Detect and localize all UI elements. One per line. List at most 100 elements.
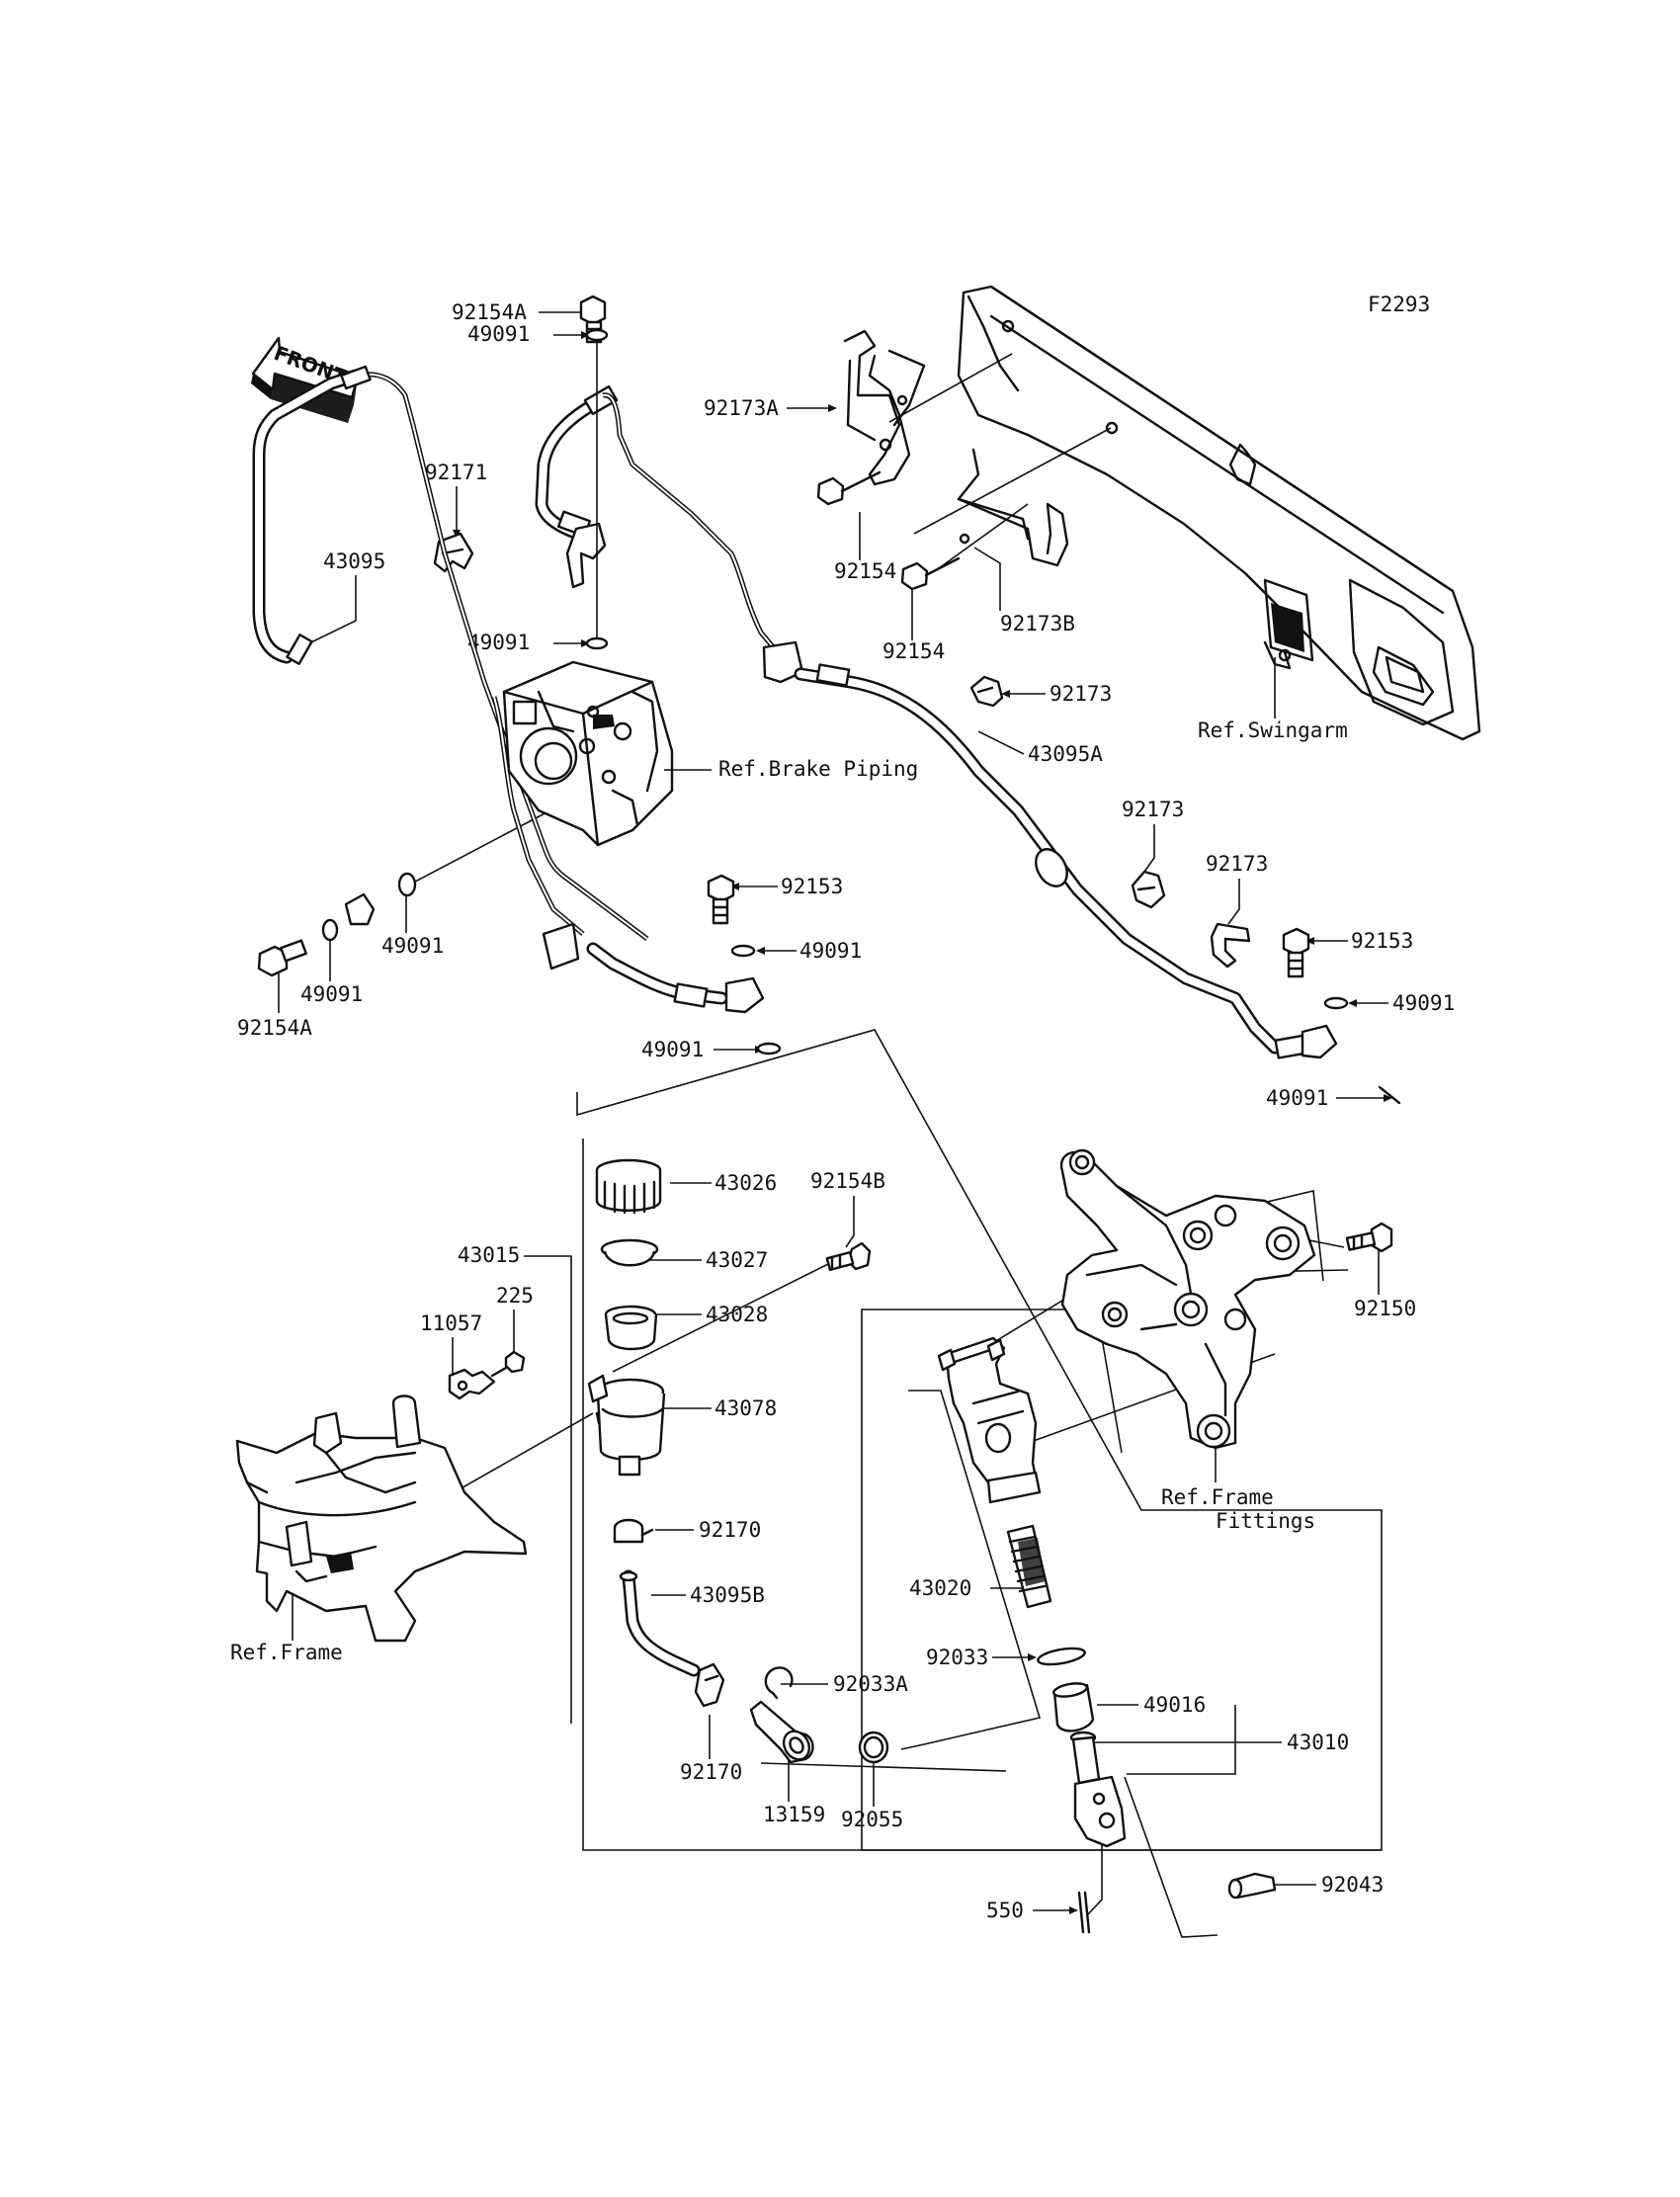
label-92173-b[interactable]: 92173 bbox=[1122, 798, 1184, 821]
pin-92043 bbox=[1227, 1872, 1277, 1900]
label-49091-mid[interactable]: 49091 bbox=[467, 631, 530, 654]
label-92055[interactable]: 92055 bbox=[841, 1808, 903, 1831]
label-92173-a[interactable]: 92173 bbox=[1050, 682, 1112, 706]
bracket-92173B bbox=[957, 448, 1069, 567]
label-43095[interactable]: 43095 bbox=[323, 549, 385, 573]
label-92170-b[interactable]: 92170 bbox=[680, 1760, 742, 1784]
leader-lines bbox=[278, 308, 1392, 1914]
label-ref-brake-piping[interactable]: Ref.Brake Piping bbox=[718, 757, 918, 781]
label-43027[interactable]: 43027 bbox=[706, 1248, 768, 1272]
label-43020[interactable]: 43020 bbox=[909, 1576, 971, 1600]
master-cylinder-43020 bbox=[937, 1336, 1042, 1504]
reservoir-43078 bbox=[587, 1374, 666, 1477]
label-ref-frame-fittings-1[interactable]: Ref.Frame bbox=[1161, 1485, 1274, 1509]
label-92173-c[interactable]: 92173 bbox=[1206, 852, 1268, 876]
label-ref-frame[interactable]: Ref.Frame bbox=[230, 1641, 343, 1664]
label-92033[interactable]: 92033 bbox=[926, 1646, 988, 1669]
frame-reference bbox=[235, 1394, 528, 1643]
washer-49091-e bbox=[1323, 996, 1349, 1010]
label-92154-a[interactable]: 92154 bbox=[834, 559, 896, 583]
label-49091-top[interactable]: 49091 bbox=[467, 322, 530, 346]
washer-49091-left-a bbox=[397, 872, 417, 897]
label-43028[interactable]: 43028 bbox=[706, 1303, 768, 1326]
label-92150[interactable]: 92150 bbox=[1354, 1297, 1416, 1320]
label-49091-f[interactable]: 49091 bbox=[1266, 1086, 1328, 1110]
label-49016[interactable]: 49016 bbox=[1143, 1693, 1206, 1717]
label-43010[interactable]: 43010 bbox=[1287, 1731, 1349, 1754]
banjo-bolt-92153-b bbox=[1282, 927, 1310, 978]
label-43078[interactable]: 43078 bbox=[714, 1396, 777, 1420]
bracket-11057 bbox=[448, 1368, 496, 1400]
figure-code: F2293 bbox=[1368, 293, 1430, 316]
label-49091-left-a[interactable]: 49091 bbox=[381, 934, 444, 958]
label-92153-b[interactable]: 92153 bbox=[1351, 929, 1413, 953]
push-rod-spring-43020 bbox=[1006, 1524, 1052, 1609]
label-92170-a[interactable]: 92170 bbox=[699, 1518, 761, 1542]
bolt-92154B bbox=[825, 1241, 872, 1272]
bolt-92150 bbox=[1345, 1222, 1393, 1253]
bracket-92173A bbox=[843, 329, 926, 486]
washer-49091-d bbox=[756, 1042, 782, 1056]
screw-225 bbox=[490, 1350, 526, 1378]
banjo-bolt-92153-a bbox=[707, 874, 735, 925]
label-92171[interactable]: 92171 bbox=[425, 461, 487, 484]
label-49091-d[interactable]: 49091 bbox=[641, 1038, 704, 1061]
washer-49091-f bbox=[1378, 1085, 1401, 1105]
diaphragm-plate-43027 bbox=[600, 1238, 659, 1267]
label-49091-e[interactable]: 49091 bbox=[1392, 991, 1455, 1015]
label-92153-a[interactable]: 92153 bbox=[781, 875, 843, 898]
label-550[interactable]: 550 bbox=[986, 1899, 1024, 1922]
label-92043[interactable]: 92043 bbox=[1321, 1873, 1384, 1897]
connector-13159 bbox=[749, 1700, 814, 1764]
hose-43095A bbox=[762, 640, 1338, 1059]
reservoir-cap-43026 bbox=[595, 1158, 662, 1215]
clamp-92170-a bbox=[613, 1518, 654, 1544]
label-43095B[interactable]: 43095B bbox=[690, 1583, 765, 1607]
label-49091-left-b[interactable]: 49091 bbox=[300, 982, 363, 1006]
label-43026[interactable]: 43026 bbox=[714, 1171, 777, 1195]
clamp-92170-b bbox=[694, 1662, 725, 1708]
hose-43095B bbox=[619, 1569, 701, 1677]
boot-49016 bbox=[1052, 1682, 1095, 1732]
label-92154B[interactable]: 92154B bbox=[810, 1169, 885, 1193]
label-43095A[interactable]: 43095A bbox=[1028, 742, 1103, 766]
washer-49091-mid bbox=[585, 636, 609, 650]
washer-49091-top bbox=[585, 328, 609, 342]
label-92033A[interactable]: 92033A bbox=[833, 1672, 908, 1696]
label-ref-swingarm[interactable]: Ref.Swingarm bbox=[1198, 718, 1348, 742]
label-11057[interactable]: 11057 bbox=[420, 1311, 482, 1335]
assembly-guide-lines bbox=[378, 353, 1383, 1938]
label-ref-frame-fittings-2[interactable]: Fittings bbox=[1216, 1509, 1315, 1533]
banjo-fitting-left bbox=[344, 892, 376, 926]
push-rod-43010 bbox=[1069, 1731, 1127, 1848]
label-92154A-bottom[interactable]: 92154A bbox=[237, 1016, 312, 1040]
abs-unit bbox=[502, 660, 674, 847]
part-labels: F2293 92154A 49091 92171 43095 49091 Ref… bbox=[230, 293, 1455, 1922]
hose-43095 bbox=[252, 365, 649, 941]
washer-49091-c bbox=[730, 944, 756, 958]
circlip-92033 bbox=[1037, 1647, 1086, 1666]
label-92154A-top[interactable]: 92154A bbox=[452, 300, 527, 324]
label-92173A[interactable]: 92173A bbox=[704, 396, 779, 420]
circlip-92033A bbox=[764, 1666, 794, 1700]
clip-92173-b bbox=[1131, 870, 1166, 909]
banjo-bolt-92154A-bottom bbox=[257, 939, 307, 977]
cotter-pin-550 bbox=[1077, 1891, 1091, 1934]
washer-49091-left-b bbox=[321, 918, 339, 942]
hose-lower-abs bbox=[491, 696, 765, 1014]
label-92154-b[interactable]: 92154 bbox=[882, 639, 945, 663]
clip-92173-c bbox=[1210, 922, 1251, 969]
label-49091-c[interactable]: 49091 bbox=[799, 939, 862, 963]
frame-fittings-reference bbox=[1059, 1148, 1316, 1450]
hose-upper-abs bbox=[535, 384, 788, 664]
label-92173B[interactable]: 92173B bbox=[1000, 612, 1075, 635]
bolt-92154-a bbox=[816, 470, 882, 506]
label-43015[interactable]: 43015 bbox=[458, 1243, 520, 1267]
clip-92173-a bbox=[969, 675, 1004, 708]
bolt-92154-b bbox=[900, 556, 961, 591]
swingarm-reference bbox=[957, 285, 1481, 741]
diaphragm-43028 bbox=[604, 1305, 658, 1351]
label-13159[interactable]: 13159 bbox=[763, 1803, 825, 1826]
label-225[interactable]: 225 bbox=[496, 1284, 534, 1308]
